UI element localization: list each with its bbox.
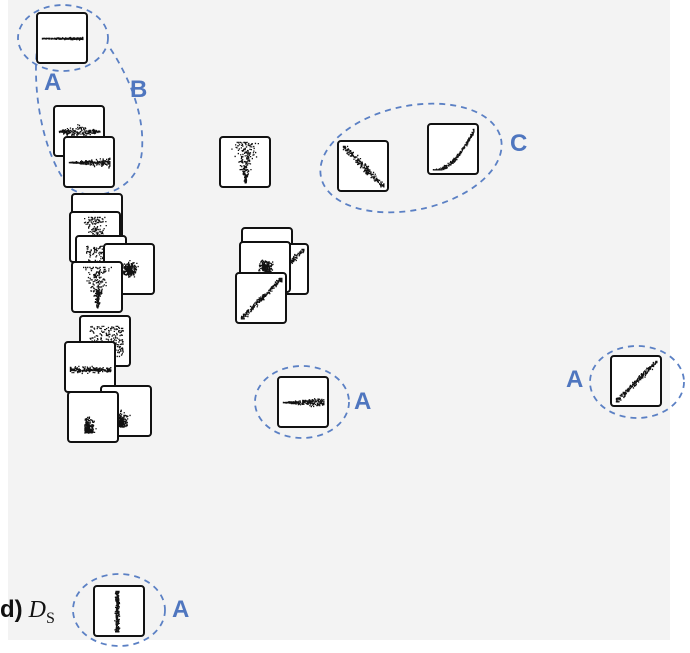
thumbnail-frame	[67, 391, 119, 443]
thumbnail-points	[83, 266, 112, 309]
caption-symbol: D	[28, 597, 46, 623]
thumbnail-points	[58, 124, 101, 139]
thumbnail-points	[231, 141, 259, 184]
thumbnail-points	[282, 398, 325, 408]
thumbnail-points	[114, 590, 121, 633]
scatter-thumbnail	[610, 355, 662, 407]
scatter-thumbnail	[219, 136, 271, 188]
panel-tag: d)	[0, 596, 23, 623]
caption-subscript: S	[46, 609, 55, 627]
group-a-outline-right	[589, 345, 685, 419]
scatter-thumbnail	[71, 261, 123, 313]
scatter-thumbnail	[36, 12, 88, 64]
thumbnail-points	[41, 36, 84, 41]
panel-caption: d)DS	[0, 596, 55, 628]
group-label-a-top-left: A	[44, 69, 61, 96]
group-label-a-center: A	[354, 388, 371, 415]
thumbnail-points	[69, 365, 112, 375]
thumbnail-points	[120, 260, 139, 278]
scatter-thumbnail	[337, 140, 389, 192]
scatter-thumbnail	[235, 272, 287, 324]
group-a-outline-bottom	[72, 573, 166, 647]
thumbnail-frame	[427, 123, 479, 175]
thumbnail-points	[68, 157, 111, 169]
thumbnail-points	[342, 145, 385, 188]
group-label-b: B	[130, 76, 147, 103]
thumbnail-points	[615, 360, 658, 403]
thumbnail-points	[117, 409, 131, 428]
group-label-c: C	[510, 130, 527, 157]
group-label-a-bottom: A	[172, 596, 189, 623]
scatter-thumbnail	[427, 123, 479, 175]
scatter-thumbnail	[64, 341, 116, 393]
group-c-outline	[319, 102, 503, 214]
scatter-thumbnail	[63, 136, 115, 188]
scatter-thumbnail	[67, 391, 119, 443]
scatter-thumbnail	[93, 585, 145, 637]
group-label-a-right: A	[566, 366, 583, 393]
thumbnail-points	[240, 277, 283, 320]
group-a-outline-top-left	[17, 4, 109, 72]
scatter-thumbnail	[277, 376, 329, 428]
thumbnail-points	[84, 416, 97, 434]
thumbnail-points	[432, 128, 475, 171]
group-a-outline-center	[254, 365, 350, 439]
